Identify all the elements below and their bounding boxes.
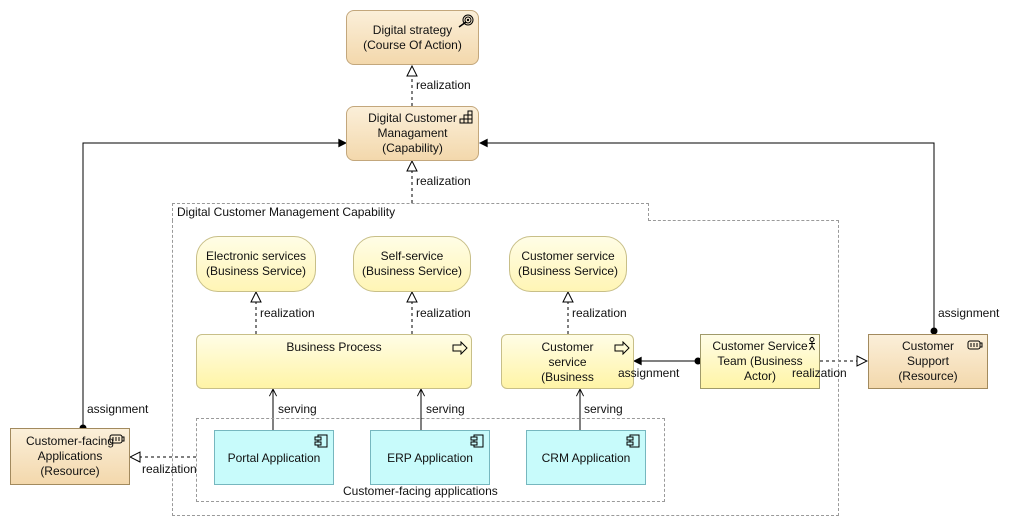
portal-application-node[interactable]: Portal Application [214,430,334,485]
capability-group[interactable] [172,203,649,221]
self-service-node[interactable]: Self-service (Business Service) [353,236,471,292]
assignment-dot [930,327,938,335]
resource-icon [967,338,983,352]
relation-label: realization [260,306,315,320]
target-icon [458,14,474,28]
relation-label: serving [278,402,317,416]
business-process-node[interactable]: Business Process [196,334,472,389]
customer-service-team-node[interactable]: Customer Service Team (Business Actor) [700,334,820,389]
node-label: Digital Customer Managament (Capability) [368,111,457,155]
component-icon [625,434,641,448]
capability-group-edge [648,220,839,221]
customer-facing-applications-resource-node[interactable]: Customer-facing Applications (Resource) [10,428,130,485]
node-label: Self-service (Business Service) [361,249,463,278]
relation-label: assignment [87,402,149,416]
capability-group-body [172,220,839,516]
digital-strategy-node[interactable]: Digital strategy (Course Of Action) [346,10,479,65]
process-arrow-icon [614,341,630,355]
relation-label: assignment [618,366,680,380]
relation-label: serving [426,402,465,416]
electronic-services-node[interactable]: Electronic services (Business Service) [196,236,316,292]
node-label: Portal Application [227,451,321,465]
resource-icon [109,432,125,446]
assignment-dot [694,357,702,365]
component-icon [313,434,329,448]
digital-customer-management-node[interactable]: Digital Customer Managament (Capability) [346,106,479,161]
customer-service-process-node[interactable]: Customer service (Business [501,334,634,389]
node-label: CRM Application [541,451,631,465]
capability-icon [458,110,474,124]
relation-label: realization [416,174,471,188]
node-label: Customer service (Business [541,340,594,384]
apps-group-label: Customer-facing applications [343,484,498,498]
relation-label: serving [584,402,623,416]
node-label: Customer service (Business Service) [517,249,619,278]
node-label: Customer-facing Applications (Resource) [25,434,115,478]
assignment-connector[interactable] [480,143,935,331]
relation-label: realization [416,78,471,92]
erp-application-node[interactable]: ERP Application [370,430,490,485]
component-icon [469,434,485,448]
node-label: ERP Application [387,451,473,465]
node-label: Digital strategy (Course Of Action) [363,22,462,52]
node-label: Customer Service Team (Business Actor) [712,339,808,383]
relation-label: realization [142,462,197,476]
assignment-connector[interactable] [82,143,346,428]
relation-label: realization [792,366,847,380]
crm-application-node[interactable]: CRM Application [526,430,646,485]
node-label: Business Process [286,340,382,354]
actor-icon [802,337,818,351]
node-label: Customer Support (Resource) [898,339,958,383]
customer-service-service-node[interactable]: Customer service (Business Service) [509,236,627,292]
apps-group[interactable] [196,418,665,502]
process-arrow-icon [452,341,468,355]
relation-label: assignment [938,306,1000,320]
relation-label: realization [416,306,471,320]
relation-label: realization [572,306,627,320]
customer-support-node[interactable]: Customer Support (Resource) [868,334,988,389]
capability-group-label: Digital Customer Management Capability [177,205,396,219]
node-label: Electronic services (Business Service) [205,249,307,278]
